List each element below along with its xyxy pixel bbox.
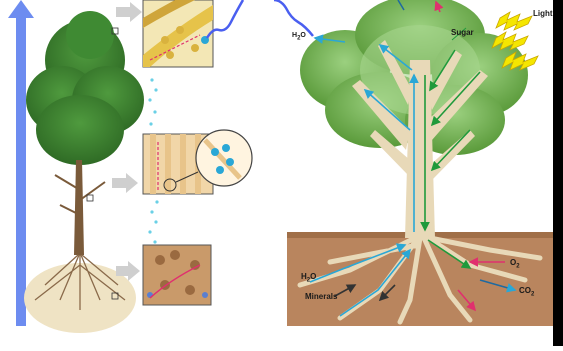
water-uptake-label: H2O: [301, 273, 316, 284]
right-edge-bar: [553, 0, 563, 346]
minerals-label: Minerals: [305, 293, 337, 301]
water-vapor-label: H2O: [292, 32, 306, 41]
light-label: Light: [533, 10, 553, 18]
leaf-inset: [143, 0, 213, 67]
carbon-dioxide-label: CO2: [519, 287, 534, 298]
root-inset: [143, 245, 211, 305]
upward-flow-arrow: [8, 0, 34, 326]
oxygen-label: O2: [510, 259, 520, 270]
left-tree: [24, 11, 144, 333]
sugar-label: Sugar: [451, 29, 474, 37]
magnifier-circle-icon: [196, 130, 252, 186]
